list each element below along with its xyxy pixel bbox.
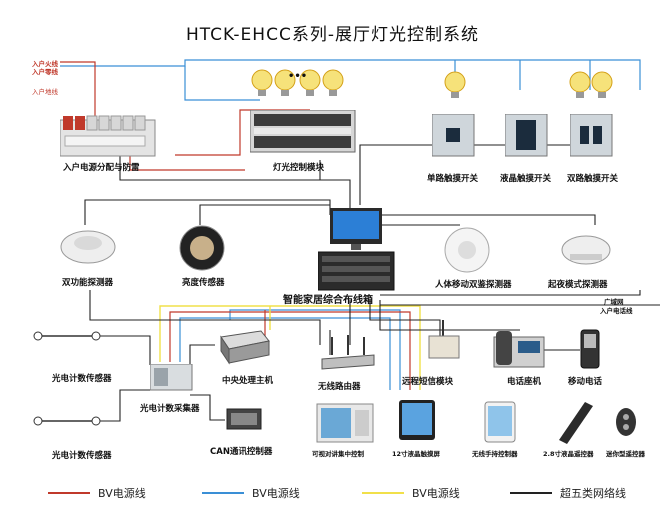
legend-label-blue: BV电源线 (252, 487, 300, 500)
legend-label-red: BV电源线 (98, 487, 146, 500)
lcd-touch-switch[interactable] (505, 114, 550, 159)
handheld-label: 无线手持控制器 (472, 450, 518, 458)
yellow-wires (159, 305, 421, 390)
switch-label-single: 单路触摸开关 (427, 174, 479, 184)
mobile-label: 移动电话 (568, 377, 603, 387)
dual-function-detector (60, 230, 116, 264)
lcd-touch-screen[interactable] (397, 398, 437, 443)
bulb (591, 71, 613, 98)
hub-label: 智能家居综合布线箱 (283, 295, 373, 306)
photoelectric-counter-sensor (33, 331, 101, 341)
switch-label-dual: 双路触摸开关 (567, 174, 619, 184)
sms-label: 远程短信模块 (402, 377, 454, 387)
counter-collector (150, 364, 193, 391)
brightness-sensor (179, 225, 225, 271)
diagram-title: HTCK-EHCC系列-展厅灯光控制系统 (186, 25, 479, 45)
desk-phone (493, 331, 545, 368)
wireless-router (321, 335, 375, 370)
light-bulbs (251, 69, 613, 98)
feed-label-ground: 入户地线 (32, 88, 58, 96)
dual-touch-switch[interactable] (570, 114, 615, 159)
mini-remote-control[interactable] (612, 400, 642, 440)
central-processor (220, 330, 270, 365)
power-distribution-panel (60, 115, 156, 157)
ipad-label: 12寸液晶触摸屏 (392, 450, 441, 458)
bulb (569, 71, 591, 98)
mobile-phone (580, 329, 600, 369)
sensor-label-motion: 人体移动双鉴探测器 (435, 280, 512, 290)
photoelectric-counter-sensor (33, 416, 101, 426)
feed-label-neutral: 入户零线 (32, 68, 58, 76)
bulb (251, 69, 273, 96)
sensor-label-dual: 双功能探测器 (62, 278, 114, 288)
bulb (274, 69, 296, 96)
single-touch-switch[interactable] (432, 114, 477, 159)
light-module-label: 灯光控制模块 (273, 163, 325, 173)
counter-sensor-label-bottom: 光电计数传感器 (52, 451, 112, 461)
keyfob-label: 迷你型遥控器 (606, 450, 645, 458)
light-control-module (250, 110, 356, 153)
switch-label-lcd: 液晶触摸开关 (500, 174, 552, 184)
collector-label: 光电计数采集器 (140, 404, 200, 414)
video-intercom (316, 403, 374, 443)
red-wires (60, 61, 411, 390)
can-label: CAN通讯控制器 (210, 447, 273, 457)
sensor-label-brightness: 亮度传感器 (182, 278, 225, 288)
power-panel-label: 入户电源分配与防雷 (63, 163, 140, 173)
legend-label-black: 超五类网络线 (560, 487, 626, 500)
wireless-handheld-controller[interactable] (483, 400, 518, 445)
can-controller (226, 408, 262, 430)
bulb (299, 69, 321, 96)
sensor-label-night: 起夜模式探测器 (548, 280, 608, 290)
central-wiring-box (318, 208, 395, 291)
wan-label: 广域网 (604, 298, 624, 306)
bulb (322, 69, 344, 96)
legend-label-yellow: BV电源线 (412, 487, 460, 500)
phone-line-label: 入户电话线 (600, 307, 633, 315)
lcd-remote-control[interactable] (553, 400, 598, 445)
cpu-label: 中央处理主机 (222, 376, 274, 386)
motion-dual-detector (444, 227, 490, 273)
bulb (444, 71, 466, 98)
phone-label: 电话座机 (507, 377, 542, 387)
feed-label-live: 入户火线 (32, 60, 58, 68)
router-label: 无线路由器 (318, 382, 361, 392)
remote-label: 2.8寸液晶遥控器 (543, 450, 594, 458)
legend-swatches (48, 492, 552, 494)
bulb-dots: ••• (288, 71, 308, 82)
counter-sensor-label-top: 光电计数传感器 (52, 374, 112, 384)
night-mode-detector (561, 235, 611, 265)
sms-module (428, 320, 460, 359)
video-label: 可视对讲集中控制 (312, 450, 364, 458)
